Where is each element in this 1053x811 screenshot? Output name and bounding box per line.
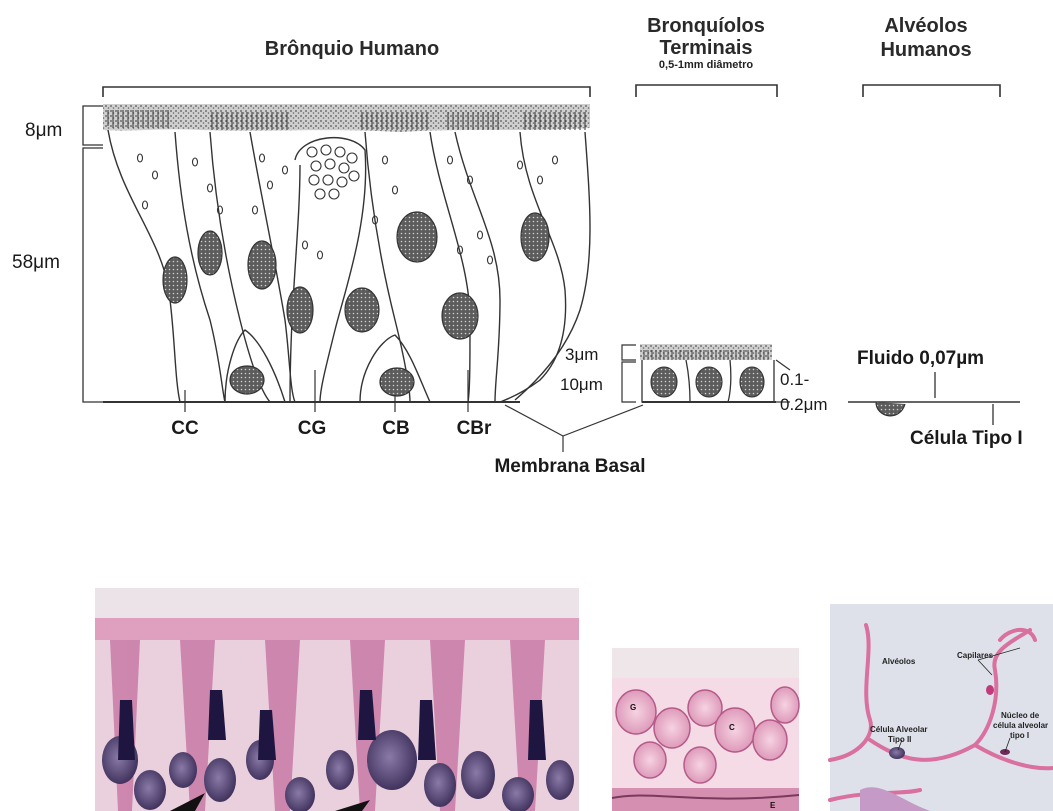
micrograph-alveoli bbox=[830, 604, 1053, 811]
cilia-mucus-band bbox=[103, 104, 590, 132]
micrograph-bronchiole bbox=[612, 648, 799, 811]
alveolar-wall bbox=[848, 372, 1020, 425]
micrograph-label-g: G bbox=[630, 703, 636, 712]
label-cb: CB bbox=[382, 418, 409, 439]
measure-epithelium-height: 58μm bbox=[12, 252, 60, 273]
measurement-bars bbox=[83, 106, 103, 402]
micrograph-bronchus bbox=[95, 588, 579, 811]
label-basal-membrane: Membrana Basal bbox=[494, 456, 645, 477]
header-bronchiole-line2: Terminais bbox=[660, 37, 753, 59]
micrograph-label-alveolos: Alvéolos bbox=[882, 657, 916, 666]
header-bronchiole-line1: Bronquíolos bbox=[647, 15, 765, 37]
label-fluid: Fluido 0,07µm bbox=[857, 348, 984, 369]
header-brackets bbox=[103, 85, 1000, 97]
micrograph-label-type2-line2: Tipo II bbox=[888, 735, 911, 744]
label-type1-cell: Célula Tipo I bbox=[910, 428, 1023, 449]
micrograph-label-capilares: Capilares bbox=[957, 651, 994, 660]
micrograph-label-type1-line1: Núcleo de bbox=[1001, 711, 1040, 720]
header-bronchiole-sub: 0,5-1mm diâmetro bbox=[659, 59, 753, 71]
micrograph-label-type1-line2: célula alveolar bbox=[993, 721, 1048, 730]
micrograph-label-type2-line1: Célula Alveolar bbox=[870, 725, 928, 734]
header-alveoli-line1: Alvéolos bbox=[884, 15, 967, 37]
label-cc: CC bbox=[171, 418, 199, 439]
measure-cilia-height: 8μm bbox=[25, 120, 62, 141]
cell-nuclei bbox=[163, 212, 549, 396]
micrograph-label-c: C bbox=[729, 723, 735, 732]
header-bronchus: Brônquio Humano bbox=[265, 38, 439, 60]
goblet-mucus-granules bbox=[307, 145, 359, 199]
micrograph-label-e: E bbox=[770, 801, 776, 810]
label-cbr: CBr bbox=[457, 418, 492, 439]
header-alveoli-line2: Humanos bbox=[880, 39, 971, 61]
measure-alveolar-thickness-line2: 0.2μm bbox=[780, 395, 828, 414]
bronchiole-epithelium bbox=[640, 344, 776, 402]
basal-membrane-pointer bbox=[505, 405, 643, 452]
measure-bronchiole-height: 10μm bbox=[560, 375, 603, 394]
measure-bronchiole-cilia: 3μm bbox=[565, 345, 598, 364]
micrograph-label-type1-line3: tipo I bbox=[1010, 731, 1029, 740]
label-cg: CG bbox=[298, 418, 327, 439]
measure-alveolar-thickness-line1: 0.1- bbox=[780, 370, 809, 389]
bronchus-epithelium bbox=[103, 104, 590, 402]
